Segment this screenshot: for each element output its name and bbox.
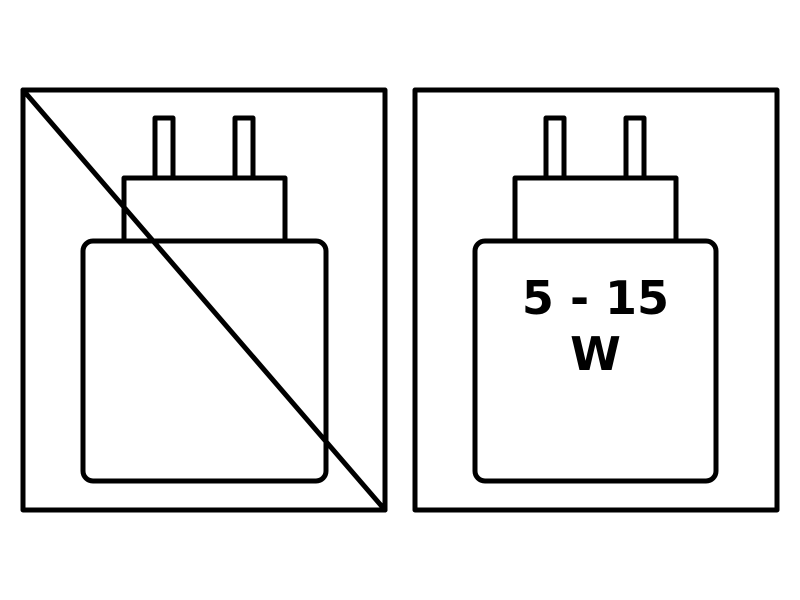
panel-charger-wattage — [412, 87, 780, 513]
charger-neck — [512, 175, 679, 244]
charger-prong-left — [543, 115, 567, 181]
charger-prong-right — [232, 115, 256, 181]
charger-prong-left — [152, 115, 176, 181]
panel-no-charger — [20, 87, 388, 513]
panel-frame-left — [20, 87, 388, 513]
panel-frame-right — [412, 87, 780, 513]
wattage-label: 5 - 15 W — [475, 270, 716, 382]
charger-prong-right — [623, 115, 647, 181]
charger-body — [472, 238, 719, 484]
strike-through-line — [20, 87, 388, 513]
wattage-range: 5 - 15 — [521, 271, 670, 325]
charger-icon — [472, 115, 719, 484]
wattage-unit: W — [570, 327, 621, 381]
charger-body — [80, 238, 329, 484]
